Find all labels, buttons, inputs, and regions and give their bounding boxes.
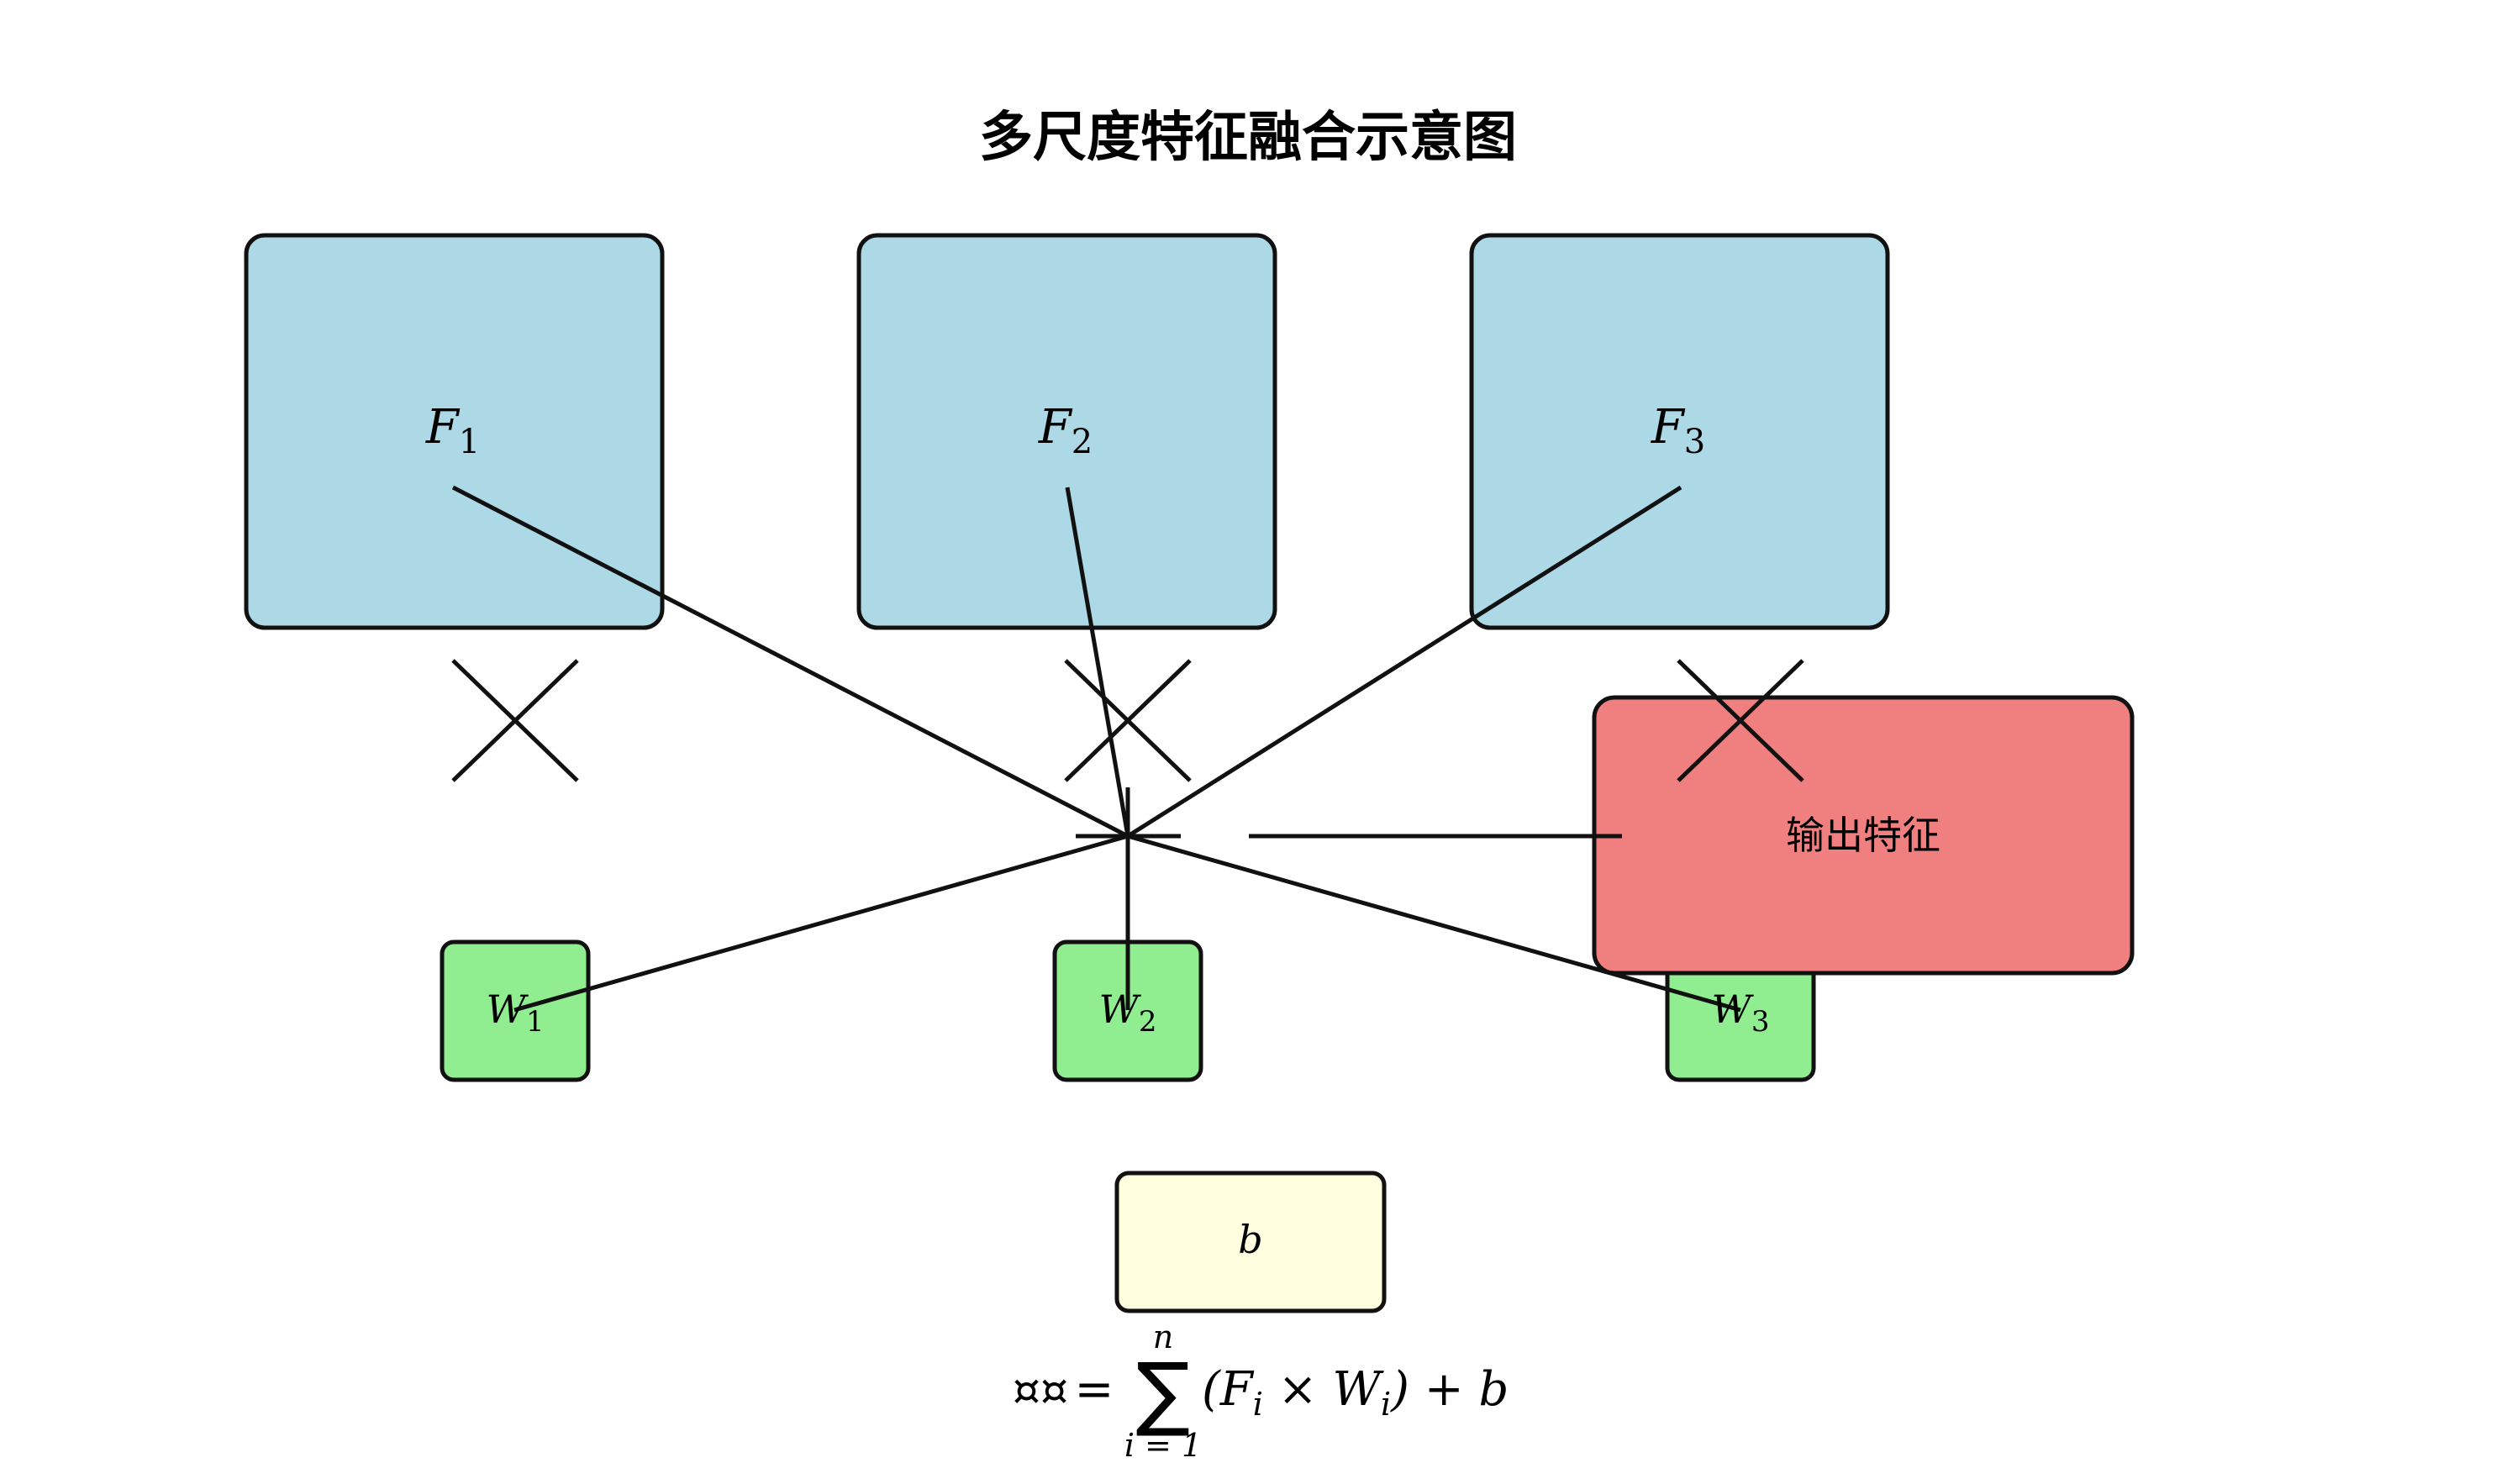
formula-lhs: ¤¤	[1013, 1366, 1068, 1416]
feature-box-2	[856, 233, 1277, 630]
edge-w3-hub	[1127, 834, 1741, 1013]
bias-box	[1114, 1171, 1387, 1313]
fusion-formula: ¤¤ = ∑ n i = 1 (Fi × Wi) + b	[1013, 1318, 1509, 1464]
feature-box-3	[1469, 233, 1890, 630]
formula-body: (Fi × Wi) + b	[1202, 1362, 1509, 1423]
feature-label-1: F1	[425, 400, 480, 461]
edge-w1-hub	[513, 834, 1129, 1013]
formula-equals: =	[1075, 1362, 1114, 1417]
output-label: 输出特征	[1786, 813, 1940, 858]
formula-sum-symbol: ∑	[1136, 1345, 1191, 1439]
feature-label-2: F2	[1038, 400, 1093, 461]
weight-label-1: W1	[487, 987, 545, 1039]
edge-f2-hub	[1065, 487, 1130, 837]
multiply-icon-2	[1064, 659, 1192, 782]
feature-box-1	[244, 233, 665, 630]
feature-label-3: F3	[1651, 400, 1705, 461]
formula-upper-limit: n	[1153, 1318, 1173, 1355]
formula-lower-limit: i = 1	[1124, 1427, 1202, 1464]
edge-f3-hub	[1126, 485, 1682, 839]
edge-f1-hub	[451, 485, 1130, 839]
weight-label-2: W2	[1099, 987, 1157, 1039]
multiply-icon-3	[1677, 659, 1804, 782]
multiply-icon-1	[451, 659, 579, 782]
bias-label: b	[1238, 1217, 1262, 1262]
diagram-title: 多尺度特征融合示意图	[979, 107, 1517, 169]
weight-label-3: W3	[1712, 987, 1770, 1039]
